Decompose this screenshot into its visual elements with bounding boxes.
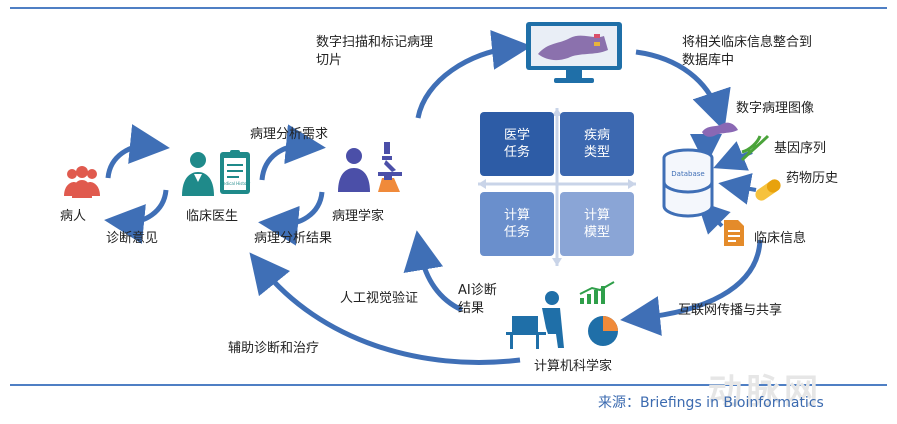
cycle-mid-bottom bbox=[258, 191, 325, 246]
patient-icon bbox=[64, 166, 100, 198]
cycle-left-bottom bbox=[104, 189, 169, 244]
clinical-document-icon bbox=[724, 220, 744, 246]
label-ai-result-line1: AI诊断 bbox=[458, 283, 497, 298]
label-doctor: 临床医生 bbox=[186, 209, 239, 224]
label-share: 互联网传播与共享 bbox=[678, 303, 783, 318]
pathology-image-icon bbox=[702, 122, 738, 137]
quad-compute-model: 计算模型 bbox=[560, 192, 634, 256]
line-chart-icon bbox=[579, 281, 615, 304]
label-digital-image: 数字病理图像 bbox=[736, 101, 815, 116]
label-assist: 辅助诊断和治疗 bbox=[228, 341, 320, 356]
label-patient: 病人 bbox=[60, 209, 87, 224]
quad-compute-task: 计算任务 bbox=[480, 192, 554, 256]
label-scan-line2: 切片 bbox=[316, 53, 343, 68]
cycle-mid-top bbox=[259, 124, 326, 181]
label-integrate-line1: 将相关临床信息整合到 bbox=[682, 35, 813, 50]
database-text: Database bbox=[671, 170, 704, 178]
top-rule bbox=[10, 7, 887, 9]
label-pathology-result: 病理分析结果 bbox=[254, 231, 333, 246]
bottom-rule bbox=[10, 384, 887, 386]
quad-disease-type: 疾病类型 bbox=[560, 112, 634, 176]
quad-medical-task: 医学任务 bbox=[480, 112, 554, 176]
monitor-icon bbox=[526, 22, 622, 83]
label-visual-verify: 人工视觉验证 bbox=[340, 291, 419, 306]
arrow-to-pathologist bbox=[403, 230, 464, 313]
arrow-drug bbox=[718, 173, 757, 205]
label-ai-result-line2: 结果 bbox=[458, 301, 485, 316]
label-drug: 药物历史 bbox=[786, 171, 839, 186]
label-pathology-need: 病理分析需求 bbox=[250, 127, 329, 142]
database-icon: Database bbox=[662, 148, 714, 218]
label-diagnosis-opinion: 诊断意见 bbox=[106, 231, 159, 246]
doctor-icon: Medical History bbox=[182, 150, 251, 196]
dna-icon bbox=[740, 134, 770, 162]
source-caption: 来源：Briefings in Bioinformatics bbox=[598, 395, 824, 411]
cycle-left-top bbox=[105, 124, 170, 179]
label-clinical-info: 临床信息 bbox=[754, 231, 807, 246]
label-scan-line1: 数字扫描和标记病理 bbox=[316, 35, 434, 50]
label-computer-scientist: 计算机科学家 bbox=[534, 359, 613, 374]
label-integrate-line2: 数据库中 bbox=[682, 53, 735, 68]
pie-chart-icon bbox=[588, 316, 618, 346]
arrow-to-database bbox=[635, 49, 731, 131]
arrow-assist bbox=[249, 252, 521, 365]
arrow-to-scientist bbox=[620, 239, 763, 336]
arrow-to-scan bbox=[415, 29, 532, 119]
label-pathologist: 病理学家 bbox=[332, 209, 385, 224]
pill-icon bbox=[755, 179, 781, 201]
label-gene: 基因序列 bbox=[774, 141, 827, 156]
report-text: Medical History bbox=[220, 181, 251, 186]
arrow-clinical bbox=[696, 200, 731, 235]
watermark-logo: 动脉网 bbox=[708, 372, 822, 412]
pathologist-icon bbox=[338, 142, 402, 192]
computer-scientist-icon bbox=[506, 291, 564, 349]
